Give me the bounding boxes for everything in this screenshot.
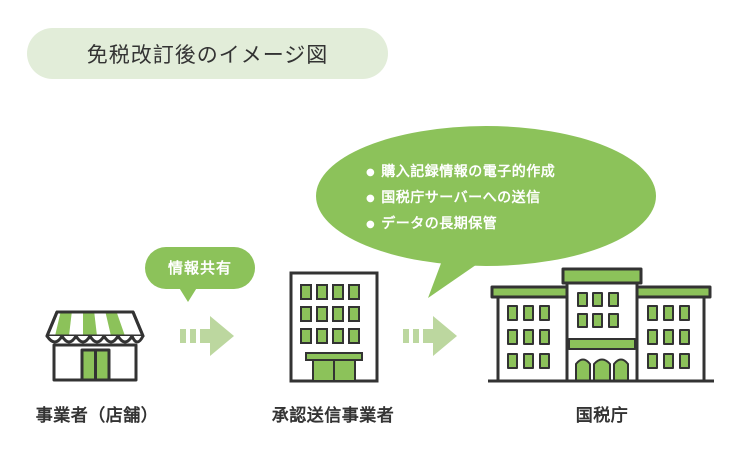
- speech-bubble-tail: [428, 250, 486, 298]
- store-icon: [45, 310, 145, 382]
- tax-agency-building-icon: [488, 267, 714, 383]
- info-share-pill-tail: [178, 286, 198, 302]
- store-caption: 事業者（店舗）: [35, 406, 159, 426]
- tax-agency-caption: 国税庁: [575, 406, 629, 426]
- diagram-title: 免税改訂後のイメージ図: [27, 28, 388, 79]
- flow-arrow-1: [180, 316, 234, 356]
- approved-sender-caption: 承認送信事業者: [271, 406, 395, 426]
- bubble-item: 購入記録情報の電子的作成: [366, 160, 555, 186]
- bubble-item: データの長期保管: [366, 212, 555, 238]
- flow-arrow-2: [403, 316, 457, 356]
- office-building-icon: [289, 271, 379, 383]
- bubble-item-list: 購入記録情報の電子的作成 国税庁サーバーへの送信 データの長期保管: [366, 160, 555, 238]
- info-share-label: 情報共有: [167, 259, 232, 277]
- bubble-item: 国税庁サーバーへの送信: [366, 186, 555, 212]
- info-share-pill: [145, 247, 255, 289]
